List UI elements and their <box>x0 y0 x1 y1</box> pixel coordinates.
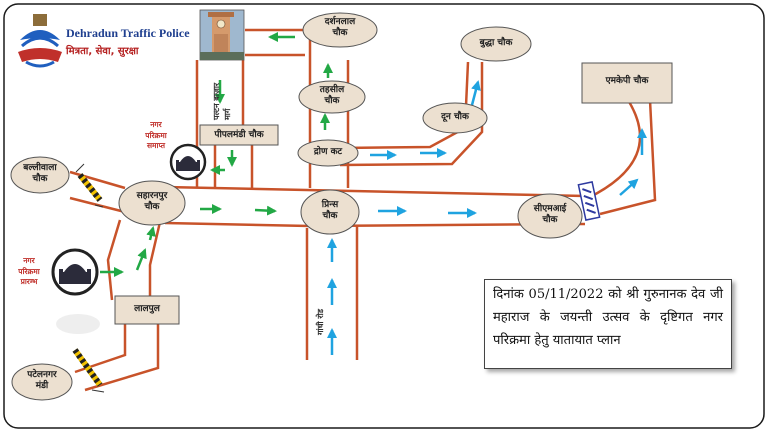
clock-tower-icon <box>199 9 245 61</box>
green-traffic-arrows <box>100 32 333 277</box>
gurudwara-icon <box>169 143 207 181</box>
note-parikrama-end: नगर परिक्रमा समाप्त <box>145 120 167 150</box>
patelnagar-oval <box>11 363 73 401</box>
brand-motto: मित्रता, सेवा, सुरक्षा <box>66 46 139 57</box>
label-saharanpur: सहारनपुर चौक <box>136 191 168 213</box>
soft-shadow <box>56 314 100 334</box>
junction-shapes <box>10 12 673 401</box>
note-parikrama-start: नगर परिक्रमा प्रारम्भ <box>18 256 40 286</box>
plan-description-text: दिनांक 05/11/2022 को श्री गुरुनानक देव ज… <box>493 287 723 348</box>
pipalmandi-box <box>199 124 279 146</box>
cmi-oval <box>517 193 583 239</box>
barricade-icon <box>72 348 105 393</box>
label-paltan-road: पल्टन बाज़ार मार्ग <box>212 82 232 120</box>
barricade-icon <box>75 163 104 208</box>
blue-traffic-arrows <box>327 80 647 355</box>
tehsil-oval <box>298 80 366 114</box>
brand-title: Dehradun Traffic Police <box>66 26 190 40</box>
prince-oval <box>300 189 360 235</box>
label-ballupur: बल्लीवाला चौक <box>23 163 57 185</box>
label-patelnagar: पटेलनगर मंडी <box>27 370 57 392</box>
ballupur-oval <box>10 156 70 194</box>
barricade-icon <box>577 181 601 221</box>
darshanlal-oval <box>302 12 378 48</box>
budha-oval <box>460 26 532 62</box>
green-arrow <box>254 205 277 216</box>
label-darshanlal: दर्शनलाल चौक <box>324 17 356 39</box>
green-arrow <box>135 248 147 271</box>
blue-arrow <box>470 80 481 106</box>
drone-oval <box>297 139 359 167</box>
label-pipalmandi: पीपलमंडी चौक <box>214 130 264 140</box>
label-lalpul: लालपुल <box>134 304 160 314</box>
mkp-box <box>581 62 673 104</box>
gurudwara-icon <box>51 248 99 296</box>
label-mkp: एमकेपी चौक <box>605 76 649 86</box>
main-road-north-edge <box>164 185 586 198</box>
label-gandhi-road: गांधी रोड <box>316 309 325 335</box>
label-tehsil: तहसील चौक <box>319 85 345 107</box>
label-doon: दून चौक <box>441 112 469 122</box>
doon-oval <box>422 102 488 134</box>
label-budha: बुद्धा चौक <box>479 38 513 48</box>
lalpul-box <box>114 295 180 325</box>
blue-arrow <box>619 178 639 196</box>
label-prince: प्रिन्स चौक <box>321 200 339 222</box>
police-emblem-icon <box>18 14 62 68</box>
green-arrow <box>146 226 156 241</box>
plan-description-box: दिनांक 05/11/2022 को श्री गुरुनानक देव ज… <box>484 279 732 369</box>
label-cmi: सीएमआई चौक <box>533 204 567 226</box>
label-drone: द्रोण कट <box>313 147 343 157</box>
saharanpur-oval <box>118 180 186 226</box>
